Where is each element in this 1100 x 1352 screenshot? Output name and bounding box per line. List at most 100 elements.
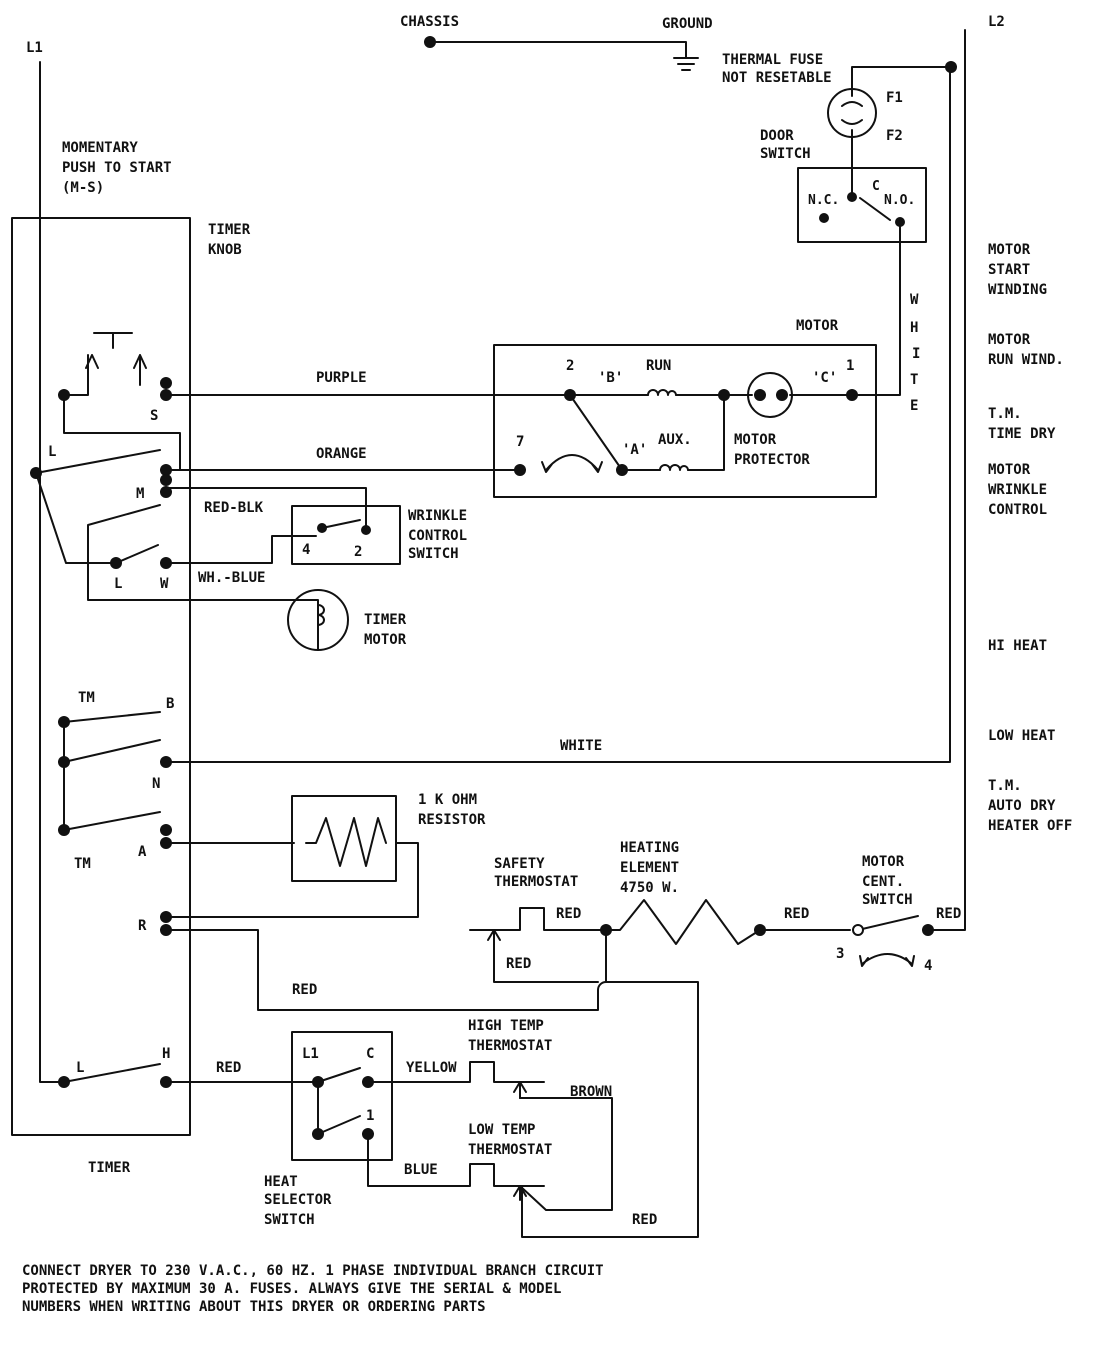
footer-line-3: NUMBERS WHEN WRITING ABOUT THIS DRYER OR… — [22, 1299, 486, 1315]
label-l-top: L — [48, 444, 56, 460]
label-red-1: RED — [556, 906, 581, 922]
label-red-6: RED — [216, 1060, 241, 1076]
wrinkle-switch-arm — [321, 519, 361, 529]
legend-motor-start-2: START — [988, 262, 1030, 278]
label-a-terminal: 'A' — [622, 442, 647, 458]
footer-line-2: PROTECTED BY MAXIMUM 30 A. FUSES. ALWAYS… — [22, 1281, 562, 1297]
label-f1: F1 — [886, 90, 903, 106]
label-motor: MOTOR — [796, 318, 839, 334]
label-b: B — [166, 696, 174, 712]
label-wh-blue: WH.-BLUE — [198, 570, 265, 586]
label-motor-protector-2: PROTECTOR — [734, 452, 810, 468]
legend-tm-auto-dry-2: AUTO DRY — [988, 798, 1056, 814]
label-s: S — [150, 408, 158, 424]
timer-contacts — [63, 66, 951, 831]
run-coil-icon — [647, 389, 677, 396]
label-heating-2: ELEMENT — [620, 860, 679, 876]
label-resistor-2: RESISTOR — [418, 812, 486, 828]
label-c-terminal: 'C' — [812, 370, 837, 386]
label-n: N — [152, 776, 160, 792]
door-switch-box — [797, 167, 927, 243]
cent-switch-rotation-icon — [859, 953, 915, 967]
timer-box — [11, 217, 191, 1136]
terminals — [30, 36, 957, 1140]
label-high-temp-2: THERMOSTAT — [468, 1038, 552, 1054]
label-c: C — [872, 179, 880, 194]
label-heat-selector-1: HEAT — [264, 1174, 298, 1190]
label-momentary-1: MOMENTARY — [62, 140, 138, 156]
label-momentary-2: PUSH TO START — [62, 160, 172, 176]
legend-motor-run-2: RUN WIND. — [988, 352, 1064, 368]
heat-selector-box — [291, 1031, 393, 1161]
wire-l2-fuse — [851, 66, 952, 97]
push-button — [63, 332, 147, 396]
label-timer: TIMER — [88, 1160, 131, 1176]
legend-motor-start-3: WINDING — [988, 282, 1047, 298]
label-white-v4: T — [910, 372, 918, 388]
label-brown: BROWN — [570, 1084, 612, 1100]
timer-motor-icon — [287, 589, 349, 651]
label-nc: N.C. — [808, 193, 839, 208]
label-motor-cent-1: MOTOR — [862, 854, 905, 870]
aux-coil-icon — [659, 464, 689, 471]
label-hs-l1: L1 — [302, 1046, 319, 1062]
label-heat-selector-2: SELECTOR — [264, 1192, 332, 1208]
label-wrinkle-1: WRINKLE — [408, 508, 467, 524]
label-thermal-fuse-1: THERMAL FUSE — [722, 52, 823, 68]
label-t7: 7 — [516, 434, 524, 450]
label-timer-knob-1: TIMER — [208, 222, 251, 238]
label-white-v3: I — [912, 346, 920, 362]
wires — [35, 29, 966, 1238]
legend: MOTOR START WINDING MOTOR RUN WIND. T.M.… — [988, 242, 1072, 834]
legend-motor-wrinkle-1: MOTOR — [988, 462, 1031, 478]
label-motor-protector-1: MOTOR — [734, 432, 777, 448]
motor-box — [493, 344, 877, 498]
legend-motor-start-1: MOTOR — [988, 242, 1031, 258]
wire-white-door-motor — [851, 221, 901, 396]
label-timer-motor-1: TIMER — [364, 612, 407, 628]
label-white: WHITE — [560, 738, 602, 754]
label-t2: 2 — [566, 358, 574, 374]
label-l-bot: L — [76, 1060, 84, 1076]
label-wrinkle-2: CONTROL — [408, 528, 467, 544]
label-w4: 4 — [302, 542, 310, 558]
label-motor-cent-2: CENT. — [862, 874, 904, 890]
label-w: W — [160, 576, 169, 592]
label-w2: 2 — [354, 544, 362, 560]
label-heating-3: 4750 W. — [620, 880, 679, 896]
label-door-switch-1: DOOR — [760, 128, 794, 144]
wire-blue — [367, 1097, 613, 1211]
label-hs-1: 1 — [366, 1108, 374, 1124]
label-m: M — [136, 486, 144, 502]
label-r: R — [138, 918, 147, 934]
label-h: H — [162, 1046, 170, 1062]
heating-element — [605, 899, 851, 945]
label-mc4: 4 — [924, 958, 932, 974]
legend-motor-wrinkle-2: WRINKLE — [988, 482, 1047, 498]
label-red-5: RED — [292, 982, 317, 998]
wire-red-blk — [165, 487, 367, 531]
resistor-icon — [305, 817, 387, 867]
labels: L1 L2 CHASSIS GROUND THERMAL FUSE NOT RE… — [26, 14, 1005, 1228]
label-red-4: RED — [936, 906, 961, 922]
timer-motor-coil — [317, 604, 325, 626]
heat-selector-internal — [317, 1067, 361, 1135]
label-run: RUN — [646, 358, 671, 374]
label-timer-motor-2: MOTOR — [364, 632, 407, 648]
wire-resistor — [165, 842, 419, 918]
label-resistor-1: 1 K OHM — [418, 792, 477, 808]
label-t1: 1 — [846, 358, 854, 374]
thermal-fuse-icon — [827, 88, 877, 138]
label-safety-1: SAFETY — [494, 856, 545, 872]
wire-l2 — [927, 29, 966, 931]
label-door-switch-2: SWITCH — [760, 146, 811, 162]
label-momentary-3: (M-S) — [62, 180, 104, 196]
label-l2: L2 — [988, 14, 1005, 30]
label-tm-top: TM — [78, 690, 95, 706]
label-red-7: RED — [632, 1212, 657, 1228]
label-b-terminal: 'B' — [598, 370, 623, 386]
low-temp-arrow — [513, 1185, 527, 1201]
legend-motor-run-1: MOTOR — [988, 332, 1031, 348]
safety-thermostat-arrow — [487, 929, 501, 945]
label-tm-bot: TM — [74, 856, 91, 872]
